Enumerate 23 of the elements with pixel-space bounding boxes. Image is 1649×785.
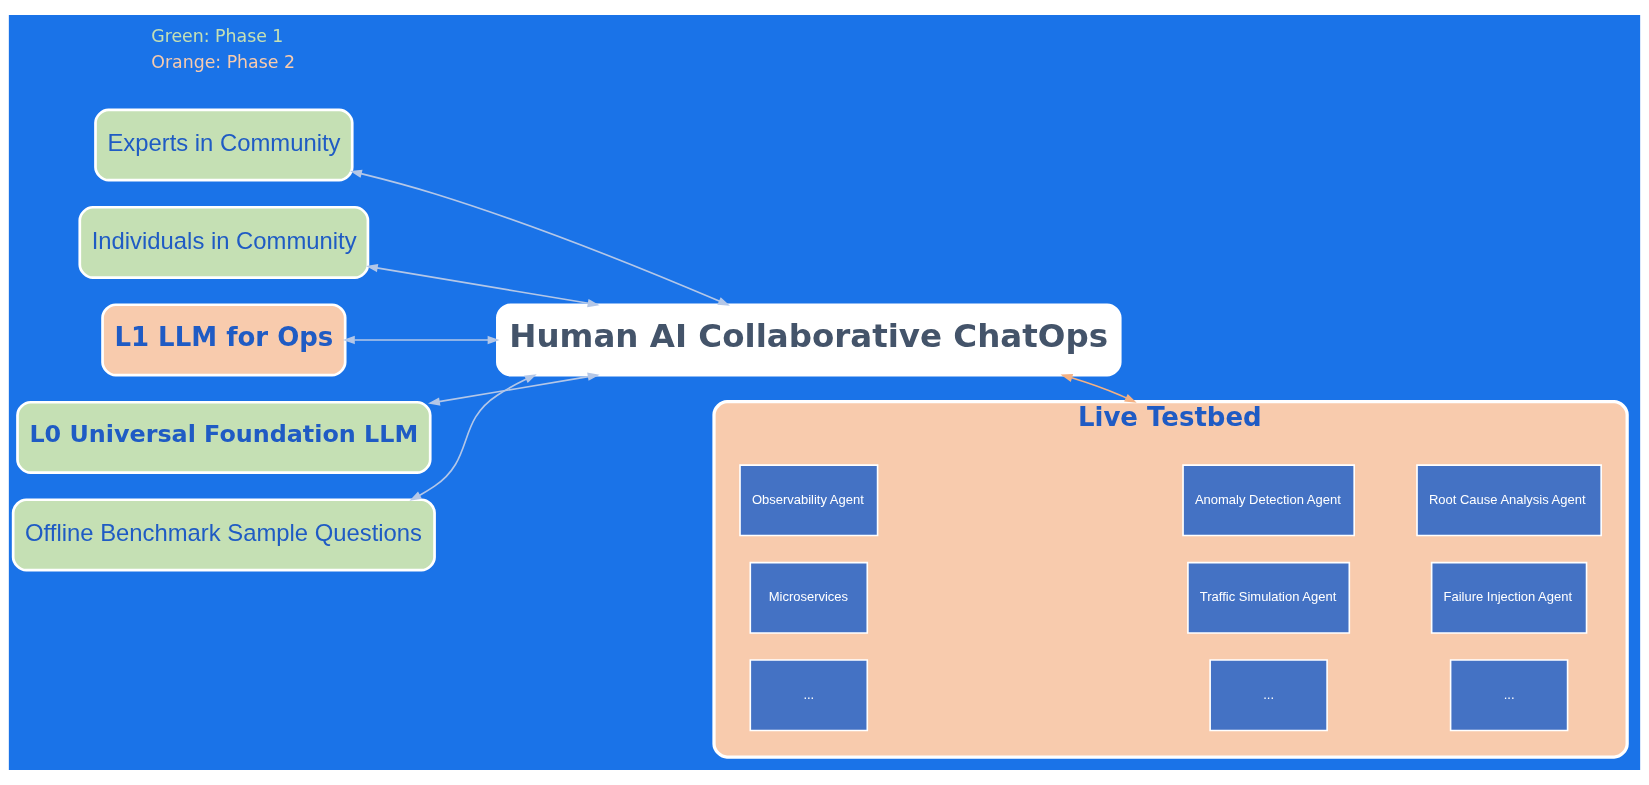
- node-box: Failure Injection Agent: [1430, 561, 1588, 634]
- node-box: Experts in Community: [94, 108, 354, 182]
- arrow: [1060, 373, 1137, 403]
- node-box: ...: [1449, 659, 1569, 732]
- arrow: [365, 263, 600, 308]
- node-box: ...: [749, 659, 869, 732]
- arrow: [428, 372, 600, 406]
- arrow: [342, 335, 500, 345]
- arrow: [409, 374, 537, 501]
- node-box: Traffic Simulation Agent: [1187, 561, 1351, 634]
- node-box: Individuals in Community: [78, 205, 370, 280]
- legend-label: Green: Phase 1: [151, 25, 284, 46]
- node-box: Offline Benchmark Sample Questions: [11, 498, 436, 572]
- node-box: ...: [1209, 659, 1328, 732]
- arrow: [350, 169, 730, 306]
- node-box: Root Cause Analysis Agent: [1416, 464, 1602, 537]
- node-box: Anomaly Detection Agent: [1182, 464, 1355, 537]
- legend-label: Orange: Phase 2: [151, 51, 295, 72]
- node-box: L1 LLM for Ops: [101, 303, 347, 377]
- node-box: Human AI Collaborative ChatOps: [496, 303, 1122, 377]
- node-box: Microservices: [749, 561, 869, 634]
- node-box: L0 Universal Foundation LLM: [16, 400, 432, 474]
- node-box: Observability Agent: [739, 464, 879, 537]
